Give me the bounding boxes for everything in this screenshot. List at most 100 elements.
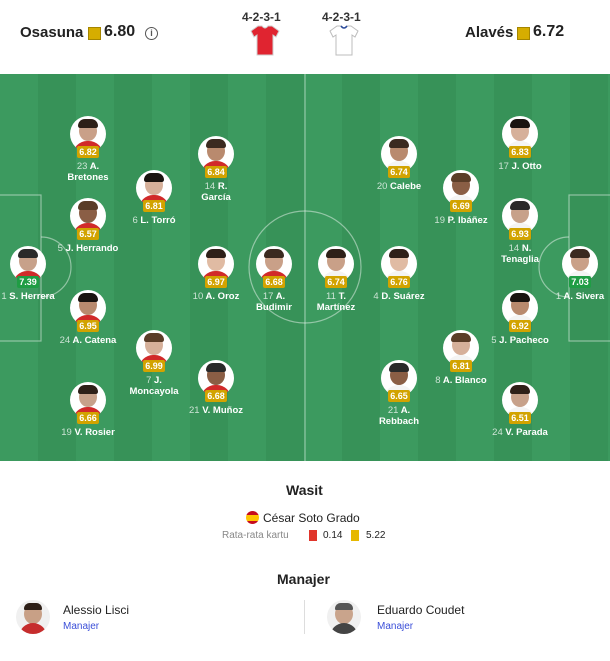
player-name-line1: V. Muñoz (202, 405, 244, 416)
away-player[interactable]: 6.93 14 N.Tenaglia (480, 198, 560, 268)
red-card-icon (309, 530, 317, 541)
player-rating: 7.03 (569, 276, 591, 288)
player-number: 19 (434, 215, 445, 226)
away-team-rating: 6.72 (533, 23, 565, 40)
player-name: 4 D. Suárez (359, 291, 439, 302)
pitch-markings (0, 74, 610, 461)
player-rating: 6.69 (450, 200, 472, 212)
player-number: 5 (491, 335, 497, 346)
player-name-line1: A. Catena (72, 335, 117, 346)
away-team-name[interactable]: Alavés (465, 24, 514, 41)
player-name-line1: J. Otto (511, 161, 542, 172)
away-player[interactable]: 6.76 4 D. Suárez (359, 246, 439, 316)
player-name-line2: Martínez (316, 302, 356, 313)
home-rating-icon (88, 27, 101, 40)
away-manager-role: Manajer (377, 621, 414, 632)
player-number: 5 (57, 243, 63, 254)
player-name: 8 A. Blanco (421, 375, 501, 386)
player-number: 7 (146, 375, 152, 386)
player-name-line1: Calebe (390, 181, 422, 192)
player-name: 17 A.Budimir (234, 291, 314, 313)
home-team-rating: 6.80 (104, 23, 136, 40)
player-name-line1: J. Pacheco (499, 335, 549, 346)
away-player[interactable]: 7.03 1 A. Sivera (540, 246, 610, 316)
player-name-line1: J. Herrando (65, 243, 119, 254)
player-rating: 6.84 (205, 166, 227, 178)
player-rating: 6.92 (509, 320, 531, 332)
player-name-line1: V. Rosier (74, 427, 115, 438)
player-rating: 6.66 (77, 412, 99, 424)
away-manager-name[interactable]: Eduardo Coudet (377, 603, 465, 617)
player-name: 23 A.Bretones (48, 161, 128, 183)
player-number: 24 (59, 335, 71, 346)
home-player[interactable]: 6.57 5 J. Herrando (48, 198, 128, 268)
player-name: 5 J. Pacheco (480, 335, 560, 346)
player-name-line1: S. Herrera (9, 291, 55, 302)
home-manager-name[interactable]: Alessio Lisci (63, 603, 130, 617)
home-formation: 4-2-3-1 (242, 10, 281, 24)
player-name: 21 V. Muñoz (176, 405, 256, 416)
home-player[interactable]: 6.66 19 V. Rosier (48, 382, 128, 452)
player-number: 1 (555, 291, 562, 302)
player-rating: 6.74 (388, 166, 410, 178)
away-player[interactable]: 6.65 21 A.Rebbach (359, 360, 439, 430)
player-number: 14 (204, 181, 216, 192)
player-name-line1: A. (89, 161, 100, 172)
player-number: 11 (326, 291, 336, 302)
away-player[interactable]: 6.92 5 J. Pacheco (480, 290, 560, 360)
home-manager-avatar[interactable] (16, 600, 50, 634)
home-manager-role: Manajer (63, 621, 100, 632)
player-name-line1: N. (521, 243, 532, 254)
player-name: 14 R.García (176, 181, 256, 203)
away-manager-avatar[interactable] (327, 600, 361, 634)
player-rating: 6.74 (325, 276, 347, 288)
player-name: 21 A.Rebbach (359, 405, 439, 427)
player-name: 24 A. Catena (48, 335, 128, 346)
player-name: 5 J. Herrando (48, 243, 128, 254)
spain-flag-icon (246, 511, 259, 524)
player-rating: 6.65 (388, 390, 410, 402)
player-name: 19 V. Rosier (48, 427, 128, 438)
home-team-name[interactable]: Osasuna (20, 24, 84, 41)
referee-name[interactable]: César Soto Grado (263, 511, 360, 525)
home-player[interactable]: 6.84 14 R.García (176, 136, 256, 206)
player-name-line2: García (201, 192, 231, 203)
player-rating: 6.93 (509, 228, 531, 240)
player-name: 14 N.Tenaglia (480, 243, 560, 265)
player-name: 1 S. Herrera (0, 291, 68, 302)
player-number: 21 (188, 405, 200, 416)
player-number: 14 (508, 243, 520, 254)
player-name-line1: J. (154, 375, 162, 386)
player-number: 24 (492, 427, 503, 438)
home-shirt-icon (250, 25, 280, 56)
player-name-line2: Tenaglia (501, 254, 539, 265)
yellow-card-icon (351, 530, 359, 541)
player-rating: 6.57 (77, 228, 99, 240)
away-shirt-icon (329, 25, 359, 56)
player-number: 1 (1, 291, 7, 302)
info-icon[interactable]: i (145, 27, 158, 40)
avg-cards-label: Rata-rata kartu (222, 530, 289, 541)
player-name-line1: L. Torró (140, 215, 176, 226)
player-rating: 6.76 (388, 276, 410, 288)
player-name-line1: V. Parada (505, 427, 548, 438)
player-name: 10 A. Oroz (176, 291, 256, 302)
player-number: 10 (192, 291, 204, 302)
player-name: 1 A. Sivera (540, 291, 610, 302)
player-rating: 6.99 (143, 360, 165, 372)
